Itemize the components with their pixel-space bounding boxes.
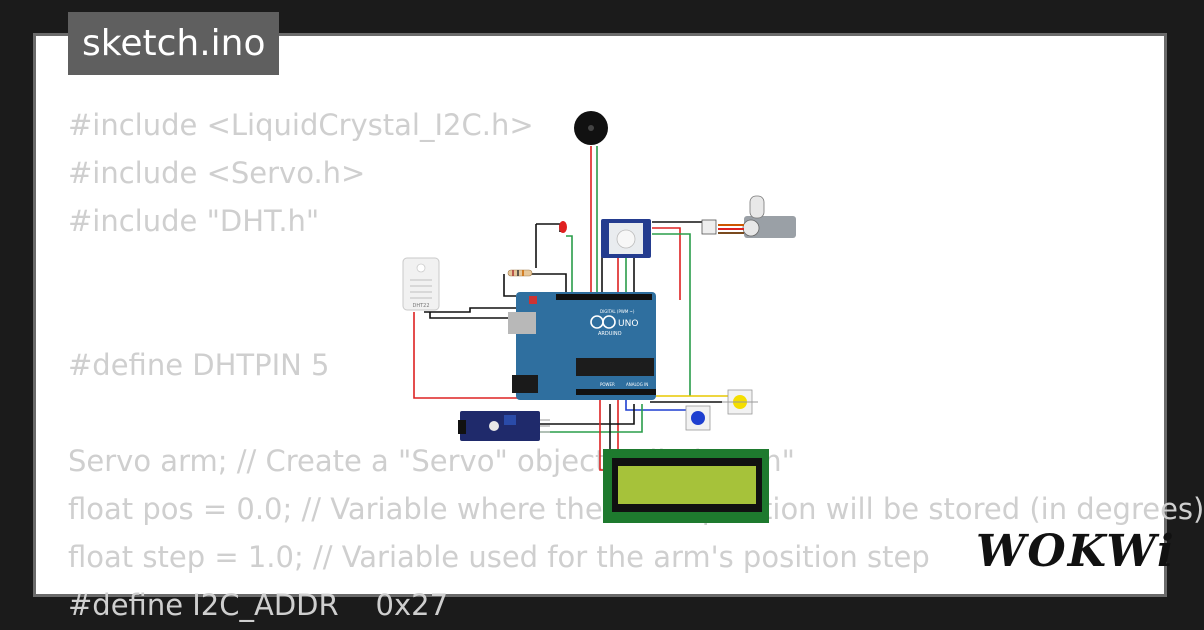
wire-green <box>566 235 573 292</box>
resistor <box>507 269 533 277</box>
pir-sensor <box>601 219 651 258</box>
dht22-sensor: DHT22 <box>402 257 440 311</box>
code-line: #define I2C_ADDR 0x27 <box>68 588 449 622</box>
arduino-uno: DIGITAL (PWM ~) UNO ARDUINO POWER ANALOG… <box>508 292 656 400</box>
wire-black <box>540 404 635 425</box>
pushbutton-yellow <box>722 389 758 415</box>
code-line: #include <LiquidCrystal_I2C.h> <box>68 108 534 142</box>
board-brand: ARDUINO <box>598 331 622 337</box>
board-power-label: POWER <box>600 382 615 387</box>
wire-red <box>652 227 681 300</box>
wire-green <box>540 404 643 433</box>
wire-blue <box>625 398 688 411</box>
wire-green <box>652 233 691 396</box>
pushbutton-blue <box>685 405 711 431</box>
wire-black <box>536 223 561 232</box>
board-model: UNO <box>618 319 638 329</box>
lcd-display <box>603 449 769 523</box>
code-line: #include <Servo.h> <box>68 156 366 190</box>
sensor-module <box>458 411 550 441</box>
wire-black <box>429 312 516 319</box>
code-line: #include "DHT.h" <box>68 204 320 238</box>
board-digital-label: DIGITAL (PWM ~) <box>600 309 635 314</box>
code-line: float step = 1.0; // Variable used for t… <box>68 540 930 574</box>
filename-tab[interactable]: sketch.ino <box>68 12 280 75</box>
wire-black <box>530 273 567 292</box>
wokwi-logo: WOKWi <box>976 526 1176 577</box>
led-red <box>559 221 567 233</box>
wire-black <box>424 307 516 313</box>
servo-motor <box>701 195 796 238</box>
code-line: #define DHTPIN 5 <box>68 348 330 382</box>
code-line: float pos = 0.0; // Variable where the a… <box>68 492 1204 526</box>
code-listing: #include <LiquidCrystal_I2C.h> #include … <box>68 101 1204 622</box>
board-analog-label: ANALOG IN <box>626 382 648 387</box>
wires <box>413 146 730 471</box>
buzzer <box>574 111 608 145</box>
dht22-label: DHT22 <box>412 303 429 309</box>
wire-black <box>503 274 516 297</box>
